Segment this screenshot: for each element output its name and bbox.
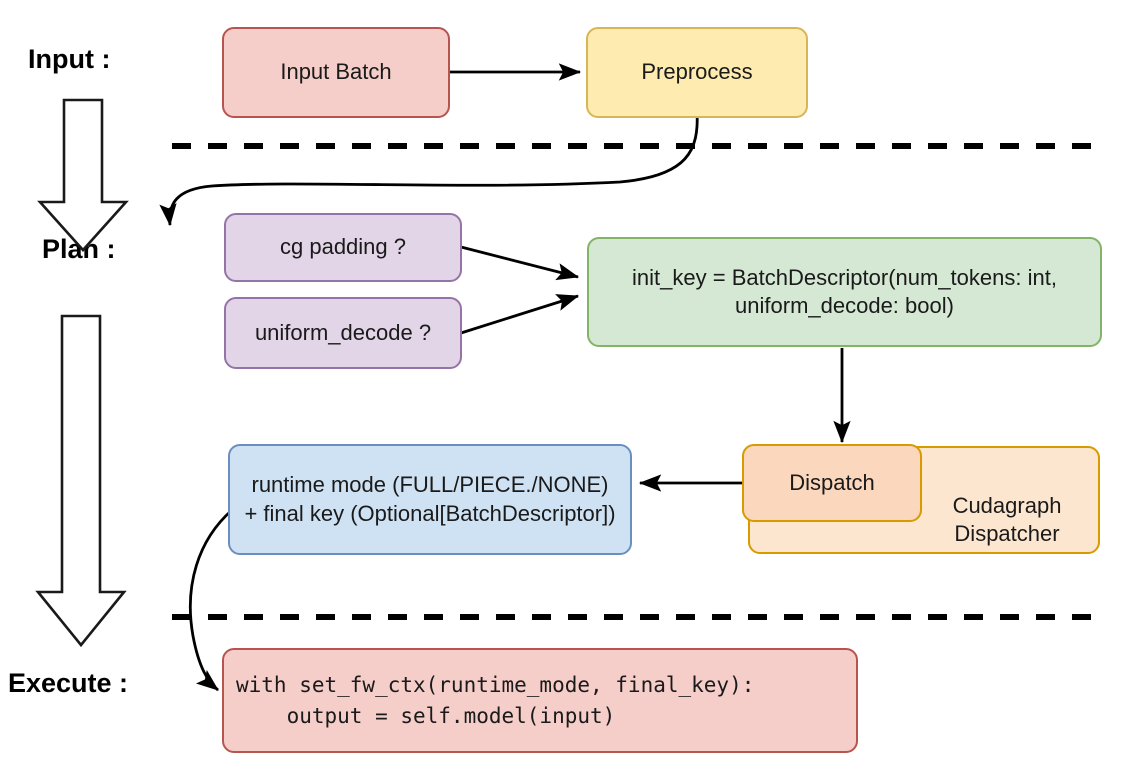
input-to-plan-block-arrow <box>37 98 129 252</box>
node-uniform-decode[interactable]: uniform_decode ? <box>224 297 462 369</box>
node-execute-code-line2: output = self.model(input) <box>236 703 616 728</box>
node-preprocess[interactable]: Preprocess <box>586 27 808 118</box>
node-init-key-line1: init_key = BatchDescriptor(num_tokens: i… <box>632 264 1057 290</box>
cg-padding-to-init-key <box>460 245 580 281</box>
node-cudagraph-dispatcher-line1: Cudagraph <box>952 492 1062 518</box>
node-runtime-mode-line1: runtime mode (FULL/PIECE./NONE) <box>251 472 609 498</box>
plan-to-execute-block-arrow <box>35 314 127 648</box>
node-cg-padding[interactable]: cg padding ? <box>224 213 462 282</box>
node-runtime-mode[interactable]: runtime mode (FULL/PIECE./NONE) + final … <box>228 444 632 555</box>
stage-label-input: Input : <box>28 44 111 74</box>
node-runtime-mode-line2: + final key (Optional[BatchDescriptor]) <box>244 500 616 526</box>
node-cudagraph-dispatcher-line2: Dispatcher <box>954 520 1060 546</box>
node-execute-code[interactable]: with set_fw_ctx(runtime_mode, final_key)… <box>222 648 858 753</box>
uniform-decode-to-init-key <box>460 294 580 335</box>
preprocess-to-cg-padding <box>159 111 699 227</box>
node-init-key[interactable]: init_key = BatchDescriptor(num_tokens: i… <box>587 237 1102 347</box>
node-input-batch[interactable]: Input Batch <box>222 27 450 118</box>
node-execute-code-line1: with set_fw_ctx(runtime_mode, final_key)… <box>236 673 755 698</box>
node-dispatch[interactable]: Dispatch <box>742 444 922 522</box>
node-init-key-line2: uniform_decode: bool) <box>735 293 954 318</box>
stage-label-plan: Plan : <box>42 234 116 264</box>
stage-label-execute: Execute : <box>8 668 129 698</box>
